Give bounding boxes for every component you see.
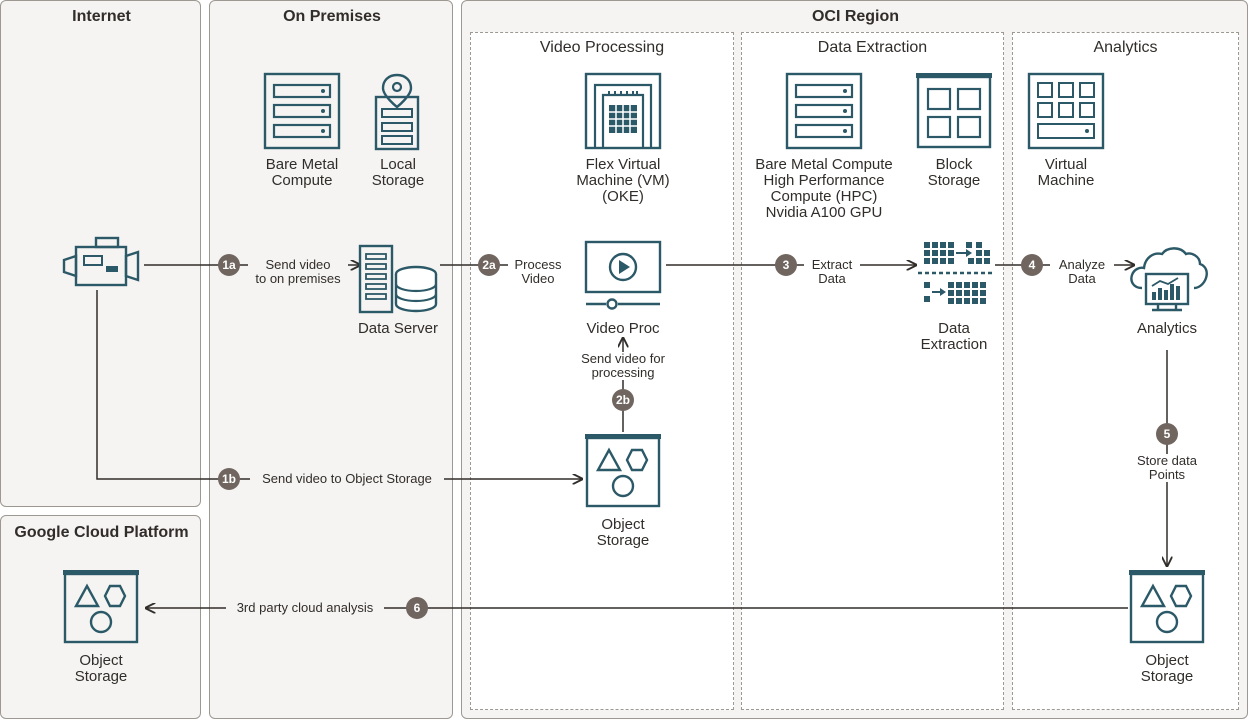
edge-label-2b: Send video for processing (568, 352, 678, 380)
step-badge-3: 3 (775, 254, 797, 276)
object-storage-icon (583, 432, 663, 508)
bare-metal-compute-icon (785, 72, 863, 150)
step-badge-2a: 2a (478, 254, 500, 276)
edge-label-6: 3rd party cloud analysis (226, 601, 384, 615)
local-storage-icon (374, 73, 420, 151)
object-storage-icon (1127, 568, 1207, 644)
subregion-title: Analytics (1093, 39, 1158, 56)
bare-metal-compute-icon (263, 72, 341, 150)
object-storage-gcp-label: Object Storage (74, 652, 128, 685)
video-camera-icon (62, 236, 140, 287)
video-player-icon (584, 240, 662, 310)
analytics-label: Analytics (1136, 320, 1198, 337)
object-storage-icon (61, 568, 141, 644)
step-badge-5: 5 (1156, 423, 1178, 445)
video-proc-label: Video Proc (586, 320, 660, 337)
bm-hpc-label: Bare Metal Compute High Performance Comp… (755, 156, 893, 221)
flex-vm-label: Flex Virtual Machine (VM) (OKE) (576, 156, 670, 205)
edge-label-3: Extract Data (804, 258, 860, 286)
edge-label-2a: Process Video (508, 258, 568, 286)
block-storage-label: Block Storage (927, 156, 981, 189)
edge-label-1b: Send video to Object Storage (250, 472, 444, 486)
object-storage-an-label: Object Storage (1140, 652, 1194, 685)
region-title: Internet (72, 8, 131, 25)
edge-label-1a: Send video to on premises (248, 258, 348, 286)
step-badge-1a: 1a (218, 254, 240, 276)
region-title: Google Cloud Platform (14, 524, 189, 541)
flex-vm-icon (584, 72, 662, 150)
subregion-title: Video Processing (539, 39, 665, 56)
edge-label-4: Analyze Data (1050, 258, 1114, 286)
step-badge-4: 4 (1021, 254, 1043, 276)
virtual-machine-icon (1027, 72, 1105, 150)
subregion-title: Data Extraction (817, 39, 928, 56)
analytics-subregion: Analytics (1012, 32, 1239, 710)
local-storage-label: Local Storage (371, 156, 425, 189)
internet-region: Internet (0, 0, 201, 507)
data-extraction-icon (918, 242, 994, 304)
step-badge-2b: 2b (612, 389, 634, 411)
bare-metal-label: Bare Metal Compute (265, 156, 339, 189)
data-server-icon (358, 244, 438, 314)
region-title: On Premises (283, 8, 381, 25)
cloud-analytics-icon (1130, 247, 1208, 312)
region-title: OCI Region (811, 8, 900, 25)
step-badge-1b: 1b (218, 468, 240, 490)
edge-1b (96, 290, 582, 479)
data-server-label: Data Server (357, 320, 439, 337)
edge-label-5: Store data Points (1127, 454, 1207, 482)
step-badge-6: 6 (406, 597, 428, 619)
data-extraction-label: Data Extraction (920, 320, 988, 353)
block-storage-icon (916, 73, 992, 149)
virtual-machine-label: Virtual Machine (1037, 156, 1095, 189)
object-storage-vp-label: Object Storage (596, 516, 650, 549)
data-extraction-subregion: Data Extraction (741, 32, 1004, 710)
